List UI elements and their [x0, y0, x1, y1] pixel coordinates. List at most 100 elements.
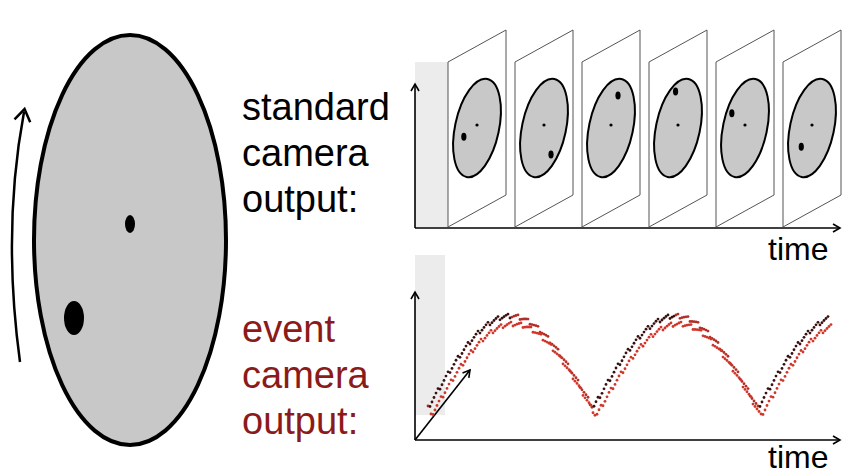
event-dot: [497, 315, 500, 318]
event-dot: [670, 322, 673, 325]
event-dot: [465, 345, 468, 348]
event-dot: [476, 344, 479, 347]
event-dot: [801, 339, 804, 342]
event-dot: [799, 343, 802, 346]
event-dot: [815, 323, 818, 326]
event-dot: [813, 326, 816, 329]
event-dot: [687, 315, 690, 318]
event-dot: [667, 314, 670, 317]
event-dot: [820, 329, 823, 332]
event-dot: [788, 367, 791, 370]
event-dot: [585, 393, 588, 396]
center-dot: [125, 215, 135, 233]
event-dot: [583, 391, 586, 394]
event-dot: [582, 394, 585, 397]
event-dot: [744, 388, 747, 391]
event-dot: [496, 327, 499, 330]
event-dot: [641, 334, 644, 337]
event-dot: [662, 329, 665, 332]
event-dot: [451, 367, 454, 370]
event-dot: [474, 347, 477, 350]
event-dot: [445, 375, 448, 378]
event-dot: [643, 331, 646, 334]
event-dot: [443, 379, 446, 382]
event-dot: [432, 413, 435, 416]
center-dot: [475, 123, 478, 126]
event-dot: [768, 400, 771, 403]
event-dot: [635, 338, 638, 341]
event-dot: [700, 329, 703, 332]
event-dot: [481, 329, 484, 332]
event-dot: [608, 391, 611, 394]
rotating-disk: [34, 35, 226, 445]
event-dot: [454, 375, 457, 378]
event-dot: [568, 368, 571, 371]
event-dot: [763, 396, 766, 399]
event-dot: [517, 314, 520, 317]
event-dot: [453, 363, 456, 366]
event-dot: [784, 375, 787, 378]
event-dot: [623, 355, 626, 358]
event-dot: [606, 395, 609, 398]
event-dot: [616, 379, 619, 382]
event-dot: [759, 405, 762, 408]
event-dot: [802, 351, 805, 354]
event-dot: [776, 387, 779, 390]
event-dot: [527, 318, 530, 321]
event-dot: [611, 375, 614, 378]
event-dot: [429, 405, 432, 408]
event-dot: [736, 374, 739, 377]
event-dot: [462, 364, 465, 367]
event-dot: [469, 343, 472, 346]
event-dot: [537, 325, 540, 328]
event-dot: [436, 404, 439, 407]
event-dot: [618, 375, 621, 378]
event-dot: [479, 332, 482, 335]
event-dot: [636, 350, 639, 353]
event-dot: [586, 399, 589, 402]
event-dot: [580, 387, 583, 390]
rotating-dot: [461, 133, 466, 141]
event-dot: [647, 325, 650, 328]
event-dot: [769, 388, 772, 391]
event-dot: [587, 396, 590, 399]
event-dot: [490, 329, 493, 332]
row-label: event camera output:: [242, 306, 402, 444]
event-dot: [439, 388, 442, 391]
event-dot: [625, 352, 628, 355]
center-dot: [743, 123, 746, 126]
event-dot: [819, 324, 822, 327]
event-dot: [754, 405, 757, 408]
event-dot: [484, 337, 487, 340]
event-dot: [463, 348, 466, 351]
event-dot: [805, 333, 808, 336]
event-dot: [743, 382, 746, 385]
event-dot: [563, 358, 566, 361]
event-dot: [449, 371, 452, 374]
event-dot: [823, 319, 826, 322]
event-dot: [493, 319, 496, 322]
event-dot: [659, 321, 662, 324]
event-dot: [750, 395, 753, 398]
event-dot: [651, 325, 654, 328]
event-dot: [793, 348, 796, 351]
event-dot: [645, 328, 648, 331]
event-dot: [441, 383, 444, 386]
depth-axis: [415, 370, 470, 440]
axis-label: time: [768, 232, 848, 266]
center-dot: [542, 123, 545, 126]
event-dot: [814, 337, 817, 340]
event-dot: [592, 411, 595, 414]
event-dot: [781, 367, 784, 370]
axis: [414, 292, 416, 440]
event-dot: [652, 335, 655, 338]
event-dot: [442, 396, 445, 399]
rotating-dot: [729, 109, 734, 117]
event-dot: [605, 383, 608, 386]
event-dot: [804, 347, 807, 350]
event-dot: [796, 356, 799, 359]
event-dot: [480, 338, 483, 341]
event-dot: [742, 386, 745, 389]
event-dot: [489, 324, 492, 327]
event-dot: [810, 338, 813, 341]
